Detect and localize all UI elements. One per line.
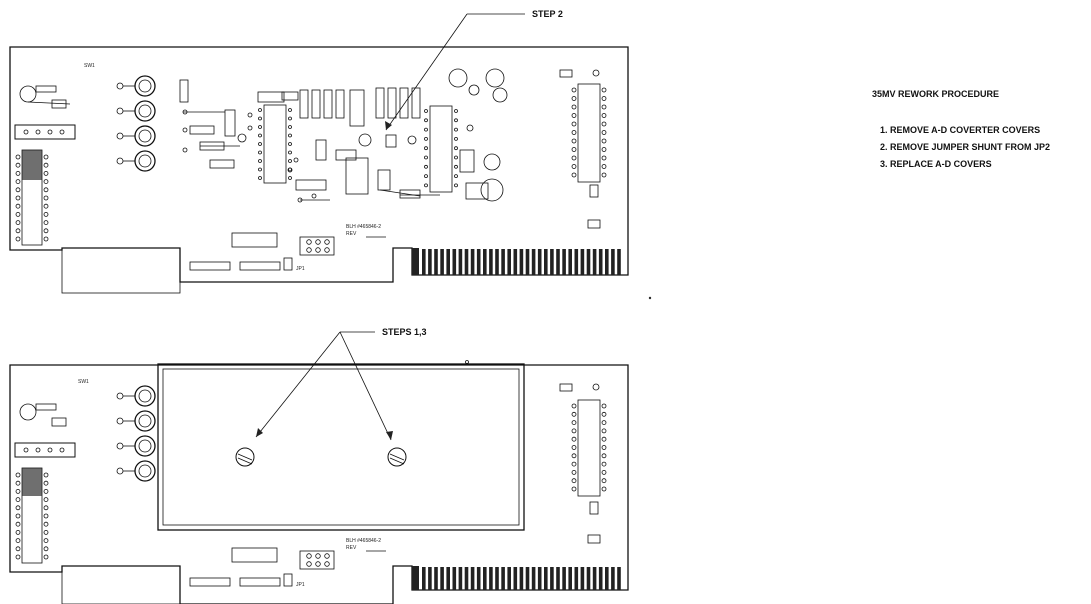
procedure-title: 35MV REWORK PROCEDURE: [872, 89, 999, 99]
procedure-step-2: 2. REMOVE JUMPER SHUNT FROM JP2: [880, 142, 1050, 152]
part-number-top: BLH #465846-2: [346, 224, 381, 230]
rev-label-bottom: REV: [346, 545, 357, 551]
callout-step-2: STEP 2: [385, 9, 563, 131]
a-d-converter-cover: [157, 363, 525, 531]
edge-connector-bottom: [412, 566, 621, 590]
svg-text:SW1: SW1: [78, 379, 89, 385]
circuit-board-top: SW1 JP1 BLH #465846-2 REV: [9, 46, 629, 294]
svg-text:SW1: SW1: [84, 63, 95, 69]
rework-procedure: 35MV REWORK PROCEDURE 1. REMOVE A-D COVE…: [872, 89, 1050, 169]
rev-label-top: REV: [346, 231, 357, 237]
step-2-label: STEP 2: [532, 9, 563, 19]
callout-steps-1-3: STEPS 1,3: [255, 327, 427, 441]
procedure-step-3: 3. REPLACE A-D COVERS: [880, 159, 992, 169]
steps-1-3-label: STEPS 1,3: [382, 327, 427, 337]
cover-screw-right: [387, 447, 407, 467]
cover-screw-left: [235, 447, 255, 467]
svg-text:JP1: JP1: [296, 266, 305, 272]
circuit-board-bottom: SW1: [9, 360, 629, 604]
part-number-bottom: BLH #465846-2: [346, 538, 381, 544]
procedure-step-1: 1. REMOVE A-D COVERTER COVERS: [880, 125, 1040, 135]
svg-text:JP1: JP1: [296, 582, 305, 588]
edge-connector-top: [412, 248, 621, 275]
